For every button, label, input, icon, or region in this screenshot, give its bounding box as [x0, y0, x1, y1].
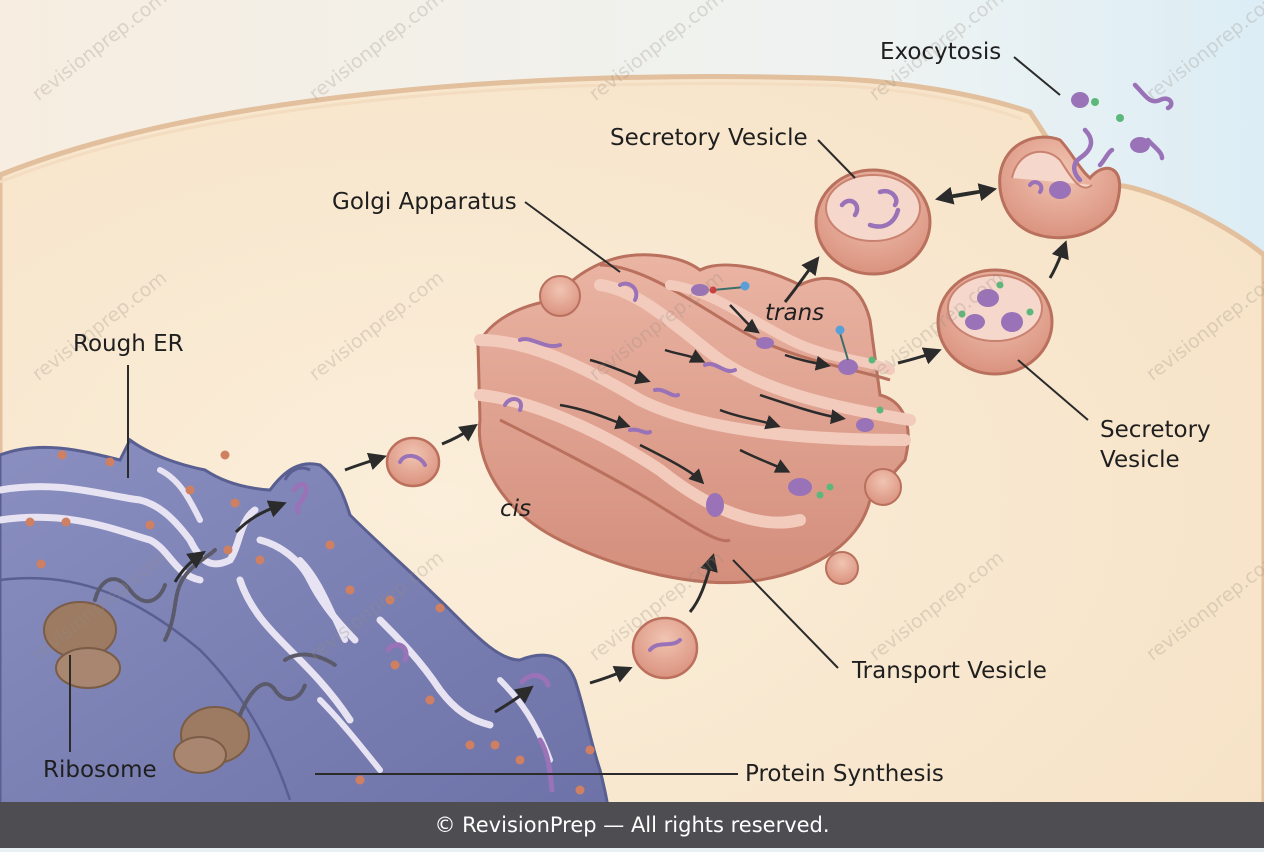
copyright-text: © RevisionPrep — All rights reserved. [434, 813, 830, 837]
released-proteins [1072, 82, 1174, 183]
rough-er [0, 437, 614, 850]
label-secretory-vesicle-top: Secretory Vesicle [610, 125, 808, 151]
glycosylation-markers [709, 281, 884, 499]
label-exocytosis: Exocytosis [880, 39, 1002, 65]
label-secretory-vesicle-right-line1: Secretory [1100, 417, 1211, 443]
label-leader-lines [69, 56, 1089, 775]
label-trans: trans [765, 300, 825, 326]
label-rough-er: Rough ER [73, 331, 184, 357]
er-proteins [291, 482, 555, 793]
cell-membrane [0, 82, 1023, 184]
transport-vesicles [385, 436, 699, 680]
label-transport-vesicle: Transport Vesicle [852, 658, 1047, 684]
label-ribosome: Ribosome [43, 757, 157, 783]
pathway-arrows [173, 183, 1069, 714]
label-secretory-vesicle-right-line2: Vesicle [1100, 447, 1180, 473]
label-protein-synthesis: Protein Synthesis [745, 761, 944, 787]
label-cis: cis [500, 496, 532, 522]
released-protein-blobs [1071, 92, 1150, 153]
label-golgi-apparatus: Golgi Apparatus [332, 189, 517, 215]
exocytosis-vesicle [998, 135, 1122, 240]
secretory-vesicle-right [936, 268, 1054, 376]
er-ribosome-dots [25, 450, 595, 795]
golgi-apparatus [474, 253, 916, 585]
copyright-footer: © RevisionPrep — All rights reserved. [0, 802, 1264, 848]
secretory-vesicle-top [814, 168, 932, 276]
large-ribosomes [43, 601, 250, 774]
polypeptide-chains [93, 548, 337, 717]
